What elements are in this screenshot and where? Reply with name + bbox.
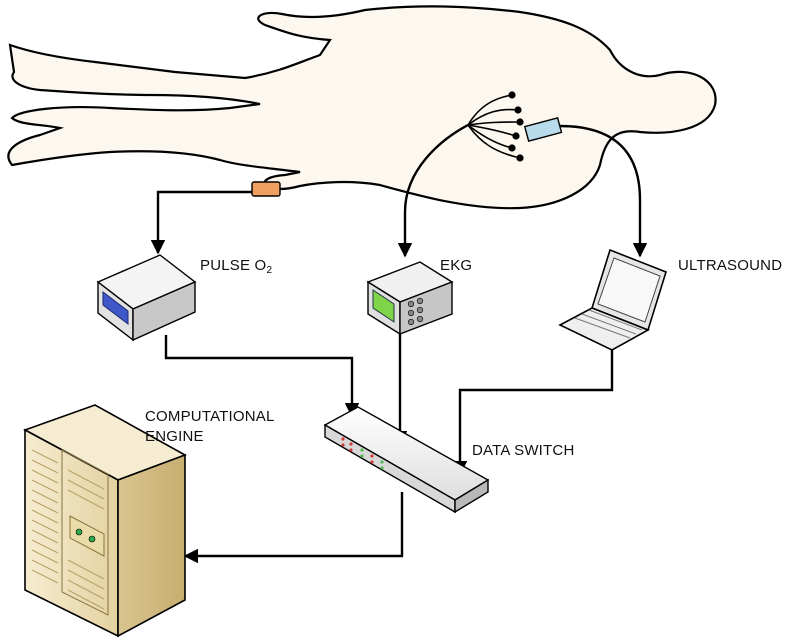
computational-engine-label-line1: COMPUTATIONAL bbox=[145, 408, 275, 425]
server-led bbox=[75, 528, 83, 536]
pulse-o2-label: PULSE O2 bbox=[200, 257, 272, 276]
wires bbox=[150, 123, 648, 564]
electrode-dot bbox=[516, 118, 524, 126]
laptop-icon bbox=[558, 248, 667, 351]
ekg-electrodes-icon bbox=[467, 91, 524, 162]
computational-engine-label-line2: ENGINE bbox=[145, 428, 204, 445]
human-body-icon bbox=[7, 5, 717, 210]
electrode-dot bbox=[508, 144, 516, 152]
electrode-dot bbox=[512, 132, 520, 140]
pulse-oximeter-device-icon bbox=[96, 254, 197, 342]
pulse-oximeter-sensor-icon bbox=[251, 181, 281, 197]
electrode-dot bbox=[514, 106, 522, 114]
ultrasound-probe-icon bbox=[523, 116, 563, 142]
electrode-dot bbox=[508, 91, 516, 99]
electrode-dot bbox=[516, 154, 524, 162]
ultrasound-label: ULTRASOUND bbox=[678, 257, 782, 274]
ekg-monitor-icon bbox=[366, 261, 454, 336]
network-switch-icon bbox=[323, 406, 490, 514]
server-led bbox=[88, 535, 96, 543]
ekg-label: EKG bbox=[440, 257, 472, 274]
switch-leds bbox=[341, 437, 384, 470]
body-outline bbox=[7, 5, 717, 210]
data-switch-label: DATA SWITCH bbox=[472, 442, 574, 459]
server-tower-icon bbox=[23, 404, 187, 638]
